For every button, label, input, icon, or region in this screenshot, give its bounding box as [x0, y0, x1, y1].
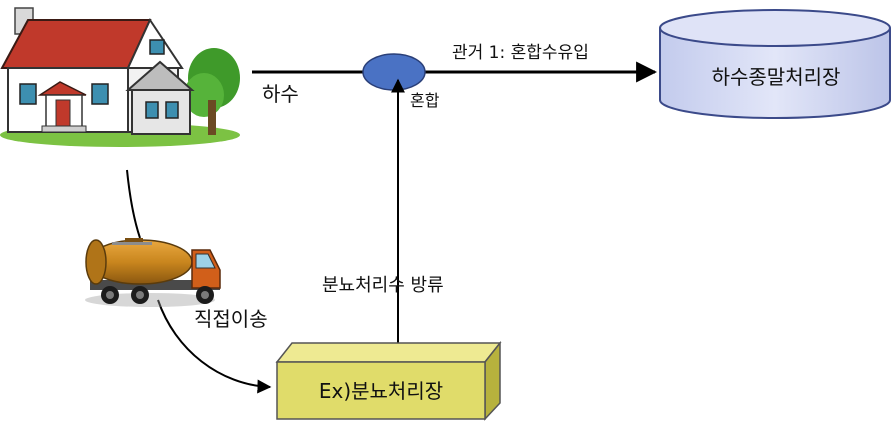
- direct-transport-label: 직접이송: [194, 307, 268, 331]
- mixing-node: [362, 53, 426, 91]
- house-to-truck-line: [126, 169, 141, 239]
- pipe-inflow-label: 관거 1: 혼합수유입: [452, 43, 589, 63]
- tank-truck-icon: [85, 238, 221, 307]
- terminal-plant-cylinder: [659, 9, 891, 119]
- terminal-plant-label: 하수종말처리장: [712, 65, 841, 89]
- direct-transport-arrow: [157, 299, 272, 394]
- night-soil-plant-label: Ex)분뇨처리장: [319, 379, 443, 403]
- sewage-label: 하수: [262, 82, 299, 106]
- night-soil-discharge-label: 분뇨처리수 방류: [322, 275, 444, 296]
- house-icon: [0, 7, 240, 147]
- night-soil-plant-box: [275, 340, 502, 421]
- mixing-label: 혼합: [410, 91, 440, 110]
